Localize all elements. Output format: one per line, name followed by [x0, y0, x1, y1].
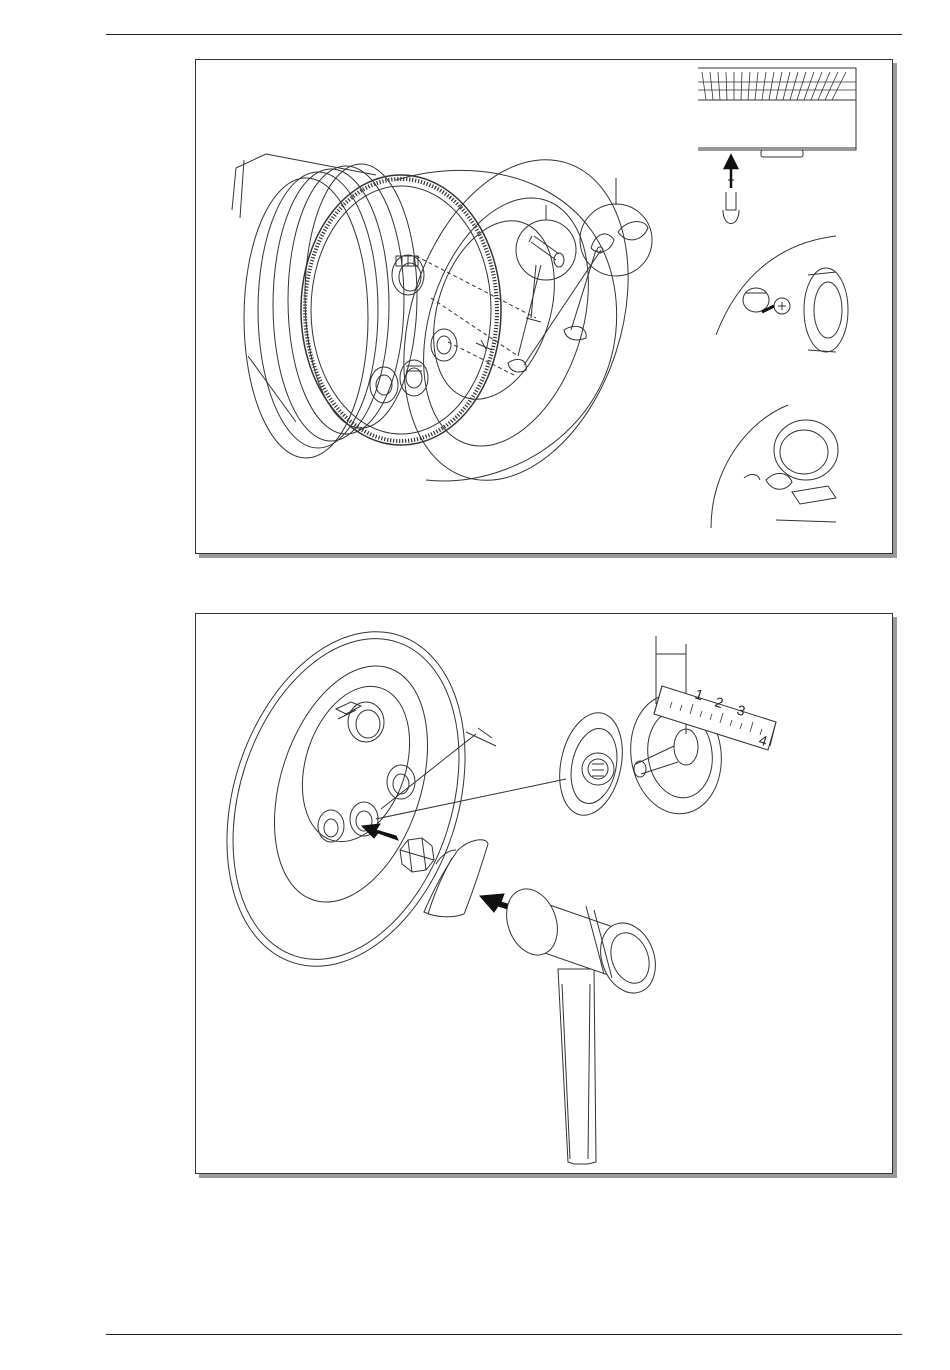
lower-spindle-left [370, 367, 398, 403]
inset-cap-detail [716, 236, 848, 352]
header-rule [106, 34, 902, 35]
lower-spindle-left [318, 810, 344, 842]
rubber-mallet [498, 882, 665, 1164]
lower-spindle-right [387, 765, 415, 799]
knurled-ring [301, 175, 501, 445]
assembly-panel-2: 1 2 3 4 [195, 613, 893, 1174]
inset-spindle-detail [711, 405, 838, 528]
knurled-nut [400, 838, 434, 872]
explode-lines [416, 256, 536, 375]
upper-spindle [336, 702, 384, 742]
assembly-diagram-1 [196, 60, 892, 553]
assembly-panel-1 [195, 59, 893, 554]
dimension-lines [376, 728, 566, 819]
insert-arrow [362, 824, 398, 840]
upper-spindle [392, 255, 424, 295]
valve-body-rear [232, 154, 417, 458]
inset-handle-top [698, 68, 856, 224]
callout-screw [516, 220, 576, 280]
assembly-diagram-2: 1 2 3 4 [196, 614, 892, 1173]
lower-spindle-right [431, 329, 457, 361]
spindle-closeup [551, 707, 631, 821]
cover-plate [196, 614, 506, 997]
callout-caps [580, 204, 652, 276]
footer-rule [106, 1334, 902, 1335]
push-arrow [725, 156, 737, 188]
cover-plate [365, 131, 667, 510]
ruler [654, 686, 776, 750]
